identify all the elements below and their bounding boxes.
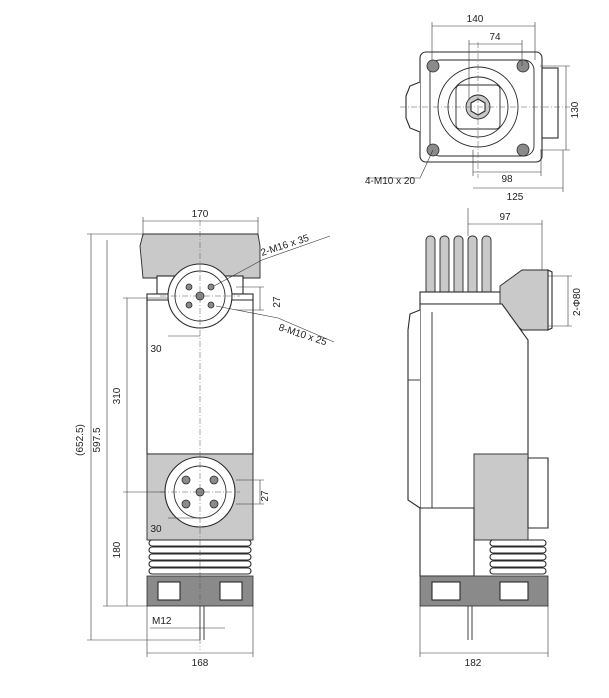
- side-top-cap: [419, 291, 503, 305]
- dim-74-label: 74: [489, 32, 501, 43]
- hole-icon: [181, 475, 191, 485]
- dim-97-label: 97: [499, 212, 511, 223]
- hole-icon: [209, 475, 219, 485]
- dim-182-label: 182: [465, 658, 482, 669]
- hole-icon: [207, 283, 215, 291]
- side-ribs: [489, 539, 547, 575]
- dim-597-5-label: 597.5: [92, 427, 103, 452]
- dim-30-upper-label: 30: [150, 344, 162, 355]
- thread-mid-label: 8-M10 x 25: [277, 322, 328, 348]
- hole-icon: [207, 301, 215, 309]
- bolt-icon: [516, 59, 530, 73]
- dim-27-lower-label: 27: [260, 490, 271, 502]
- hole-icon: [185, 283, 193, 291]
- side-body-lower: [419, 507, 475, 577]
- dim-27-upper-label: 27: [272, 296, 283, 308]
- top-view: 140 74 130 98 125 4-M10 x 20: [365, 14, 581, 203]
- dim-310-label: 310: [112, 387, 123, 404]
- dim-652-5-label: (652.5): [75, 424, 86, 456]
- dim-phi80-label: 2-Φ80: [572, 288, 583, 316]
- dim-130-label: 130: [570, 101, 581, 118]
- dim-30-lower-label: 30: [150, 524, 162, 535]
- side-right-terminal-cap: [547, 269, 553, 331]
- bolt-icon: [426, 59, 440, 73]
- dim-98-label: 98: [501, 174, 513, 185]
- hole-icon: [185, 301, 193, 309]
- top-view-flange: [429, 59, 535, 157]
- dim-168-label: 168: [192, 658, 209, 669]
- hole-icon: [209, 499, 219, 509]
- thread-top-label: 2-M16 x 35: [260, 233, 311, 259]
- dim-140-label: 140: [467, 14, 484, 25]
- thread-bottom-label: M12: [152, 616, 172, 627]
- dim-170-label: 170: [192, 209, 209, 220]
- hole-icon: [181, 499, 191, 509]
- side-lower-terminal: [473, 453, 529, 541]
- dim-125-label: 125: [507, 192, 524, 203]
- side-lower-terminal-cap: [527, 457, 549, 529]
- side-left-flange: [407, 309, 421, 509]
- front-view: 170 (652.5) 597.5 310 180 27 27 30 30: [75, 209, 335, 669]
- dim-180-label: 180: [112, 541, 123, 558]
- bolt-icon: [516, 143, 530, 157]
- side-view: 97 2-Φ80 182: [407, 208, 583, 669]
- front-ribs: [148, 539, 252, 575]
- side-fins: [425, 235, 492, 297]
- top-view-right-lug: [541, 67, 559, 139]
- bolt-callout-label: 4-M10 x 20: [365, 176, 415, 187]
